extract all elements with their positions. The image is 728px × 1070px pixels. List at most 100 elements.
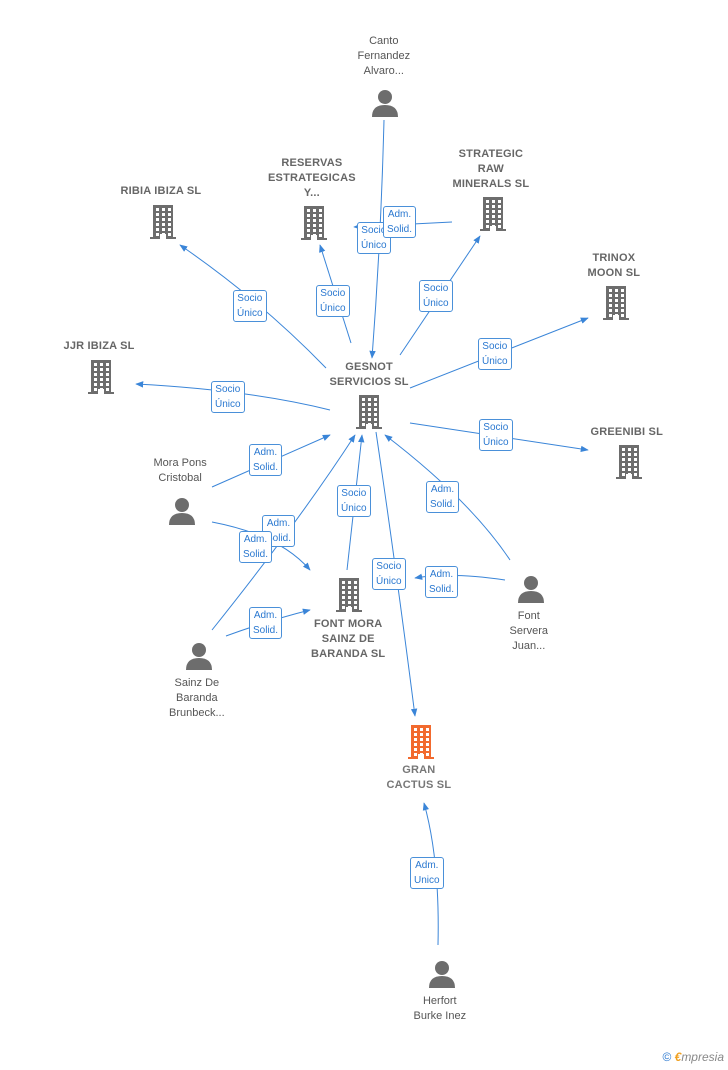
node-label-line: GESNOT xyxy=(345,361,393,373)
edge-label-line: Solid. xyxy=(387,224,413,235)
edge-label-strategic-reservas[interactable]: Adm.Solid. xyxy=(383,206,417,238)
person-icon[interactable] xyxy=(186,642,212,670)
node-label-line: JJR IBIZA SL xyxy=(63,340,135,352)
node-label-line: SAINZ DE xyxy=(321,633,375,645)
node-label-line: TRINOX xyxy=(592,252,636,264)
building-icon[interactable] xyxy=(336,578,362,612)
brand-initial: € xyxy=(674,1050,682,1064)
node-label-line: Alvaro... xyxy=(363,65,404,77)
edge-label-line: Unico xyxy=(414,875,440,886)
node-label-line: Servera xyxy=(509,625,549,637)
person-icon[interactable] xyxy=(518,575,544,603)
node-label-line: Juan... xyxy=(512,640,546,652)
edge-label-line: Socio xyxy=(341,488,367,499)
node-label-line: Mora Pons xyxy=(153,457,207,469)
building-icon[interactable] xyxy=(88,360,114,394)
edge-label-line: Adm. xyxy=(430,484,455,495)
node-label-line: MINERALS SL xyxy=(452,178,530,190)
node-label-line: Cristobal xyxy=(158,472,202,484)
node-label-line: GREENIBI SL xyxy=(590,426,663,438)
edge-label-line: Socio xyxy=(215,384,241,395)
edge-label-sainz-fontmora[interactable]: Adm. Solid. xyxy=(249,607,283,639)
node-label-line: RESERVAS xyxy=(281,157,343,169)
edge-label-line: Único xyxy=(376,576,402,587)
node-label-line: Y... xyxy=(303,187,320,199)
edge-label-line: Único xyxy=(237,308,263,319)
edge-label-line: Solid. xyxy=(266,533,292,544)
edge-label-line: Único xyxy=(341,503,367,514)
edge-label-morapons-gesnot[interactable]: Adm.Solid. xyxy=(249,444,283,476)
edge-label-line: Socio xyxy=(237,293,263,304)
node-label-ribia[interactable]: RIBIA IBIZA SL xyxy=(121,184,202,199)
node-label-line: RAW xyxy=(477,163,505,175)
node-label-line: Canto xyxy=(369,35,399,47)
edge-label-sainz-gesnot[interactable]: Adm.Solid. xyxy=(239,531,273,563)
node-label-gesnot[interactable]: GESNOT SERVICIOS SL xyxy=(330,360,409,390)
building-icon[interactable] xyxy=(150,205,176,239)
node-label-greenibi[interactable]: GREENIBI SL xyxy=(591,425,664,440)
person-icon[interactable] xyxy=(429,960,455,988)
edge-label-line: Adm. xyxy=(253,610,278,621)
copyright-symbol: © xyxy=(662,1050,672,1064)
node-label-line: ESTRATEGICAS xyxy=(268,172,356,184)
person-icon[interactable] xyxy=(169,497,195,525)
edge-label-fontservera-fontmora[interactable]: Adm. Solid. xyxy=(425,566,459,598)
node-label-line: Font xyxy=(517,610,540,622)
node-label-line: Herfort xyxy=(422,995,457,1007)
node-label-line: Sainz De xyxy=(174,677,220,689)
edge-label-line: Único xyxy=(361,240,387,251)
edge-label-line: Adm. xyxy=(415,860,439,871)
building-icon[interactable] xyxy=(616,445,642,479)
edge-label-line: Único xyxy=(423,298,449,309)
node-label-line: Brunbeck... xyxy=(169,707,225,719)
edge-label-line: Único xyxy=(483,437,509,448)
edge-label-line: Solid. xyxy=(429,584,455,595)
node-label-line: CACTUS SL xyxy=(386,779,452,791)
footer-credit[interactable]: © €mpresia xyxy=(662,1050,724,1064)
building-icon[interactable] xyxy=(301,206,327,240)
node-label-jjr[interactable]: JJR IBIZA SL xyxy=(64,339,135,354)
node-label-line: Fernandez xyxy=(357,50,411,62)
building-icon[interactable] xyxy=(356,395,382,429)
edge-label-herfort-gran[interactable]: Adm. Unico xyxy=(410,857,444,889)
edge-label-line: Adm. xyxy=(253,447,278,458)
edge-label-line: Único xyxy=(320,303,346,314)
edge-label-line: Solid. xyxy=(253,625,279,636)
node-label-reservas[interactable]: RESERVAS ESTRATEGICAS Y... xyxy=(268,156,356,201)
node-label-line: Burke Inez xyxy=(413,1010,467,1022)
edge-label-fontservera-gesnot[interactable]: Adm.Solid. xyxy=(426,481,460,513)
building-icon[interactable] xyxy=(603,286,629,320)
edge-label-line: Socio xyxy=(423,283,449,294)
edge-label-line: Adm. xyxy=(243,534,268,545)
building-icon[interactable] xyxy=(408,725,434,759)
edge-label-line: Adm. xyxy=(266,518,291,529)
node-label-line: FONT MORA xyxy=(313,618,383,630)
building-icon[interactable] xyxy=(480,197,506,231)
edge-label-line: Único xyxy=(482,356,508,367)
brand-name: mpresia xyxy=(681,1050,724,1064)
node-label-line: RIBIA IBIZA SL xyxy=(120,185,202,197)
node-label-line: Baranda xyxy=(176,692,218,704)
edge-label-line: Socio xyxy=(376,561,402,572)
edge-label-line: Adm. xyxy=(429,569,454,580)
person-icon[interactable] xyxy=(372,89,398,117)
node-label-line: SERVICIOS SL xyxy=(329,376,409,388)
